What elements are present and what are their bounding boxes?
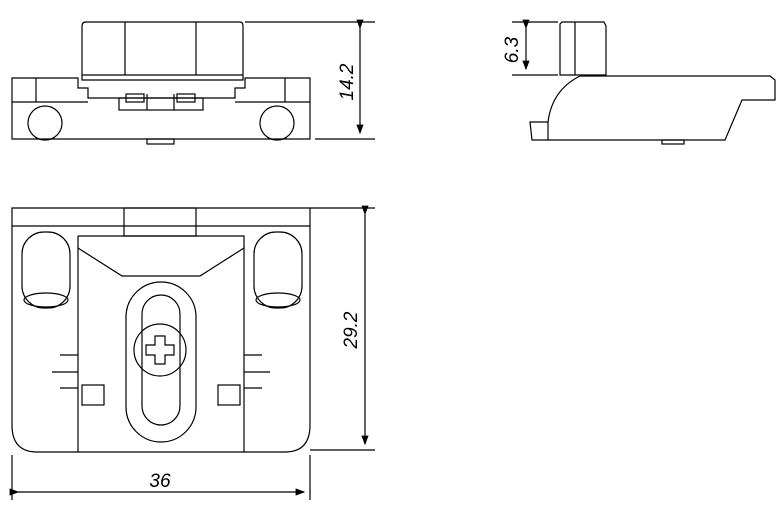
side-view: 6.3 [502, 19, 776, 145]
dim-front-height: 14.2 [337, 63, 358, 100]
top-view: 29.2 36 [9, 205, 375, 500]
dim-top-width: 36 [149, 471, 171, 492]
front-view: 14.2 [11, 19, 375, 145]
dim-top-depth: 29.2 [341, 311, 362, 349]
dim-side-tab-height: 6.3 [502, 36, 523, 63]
